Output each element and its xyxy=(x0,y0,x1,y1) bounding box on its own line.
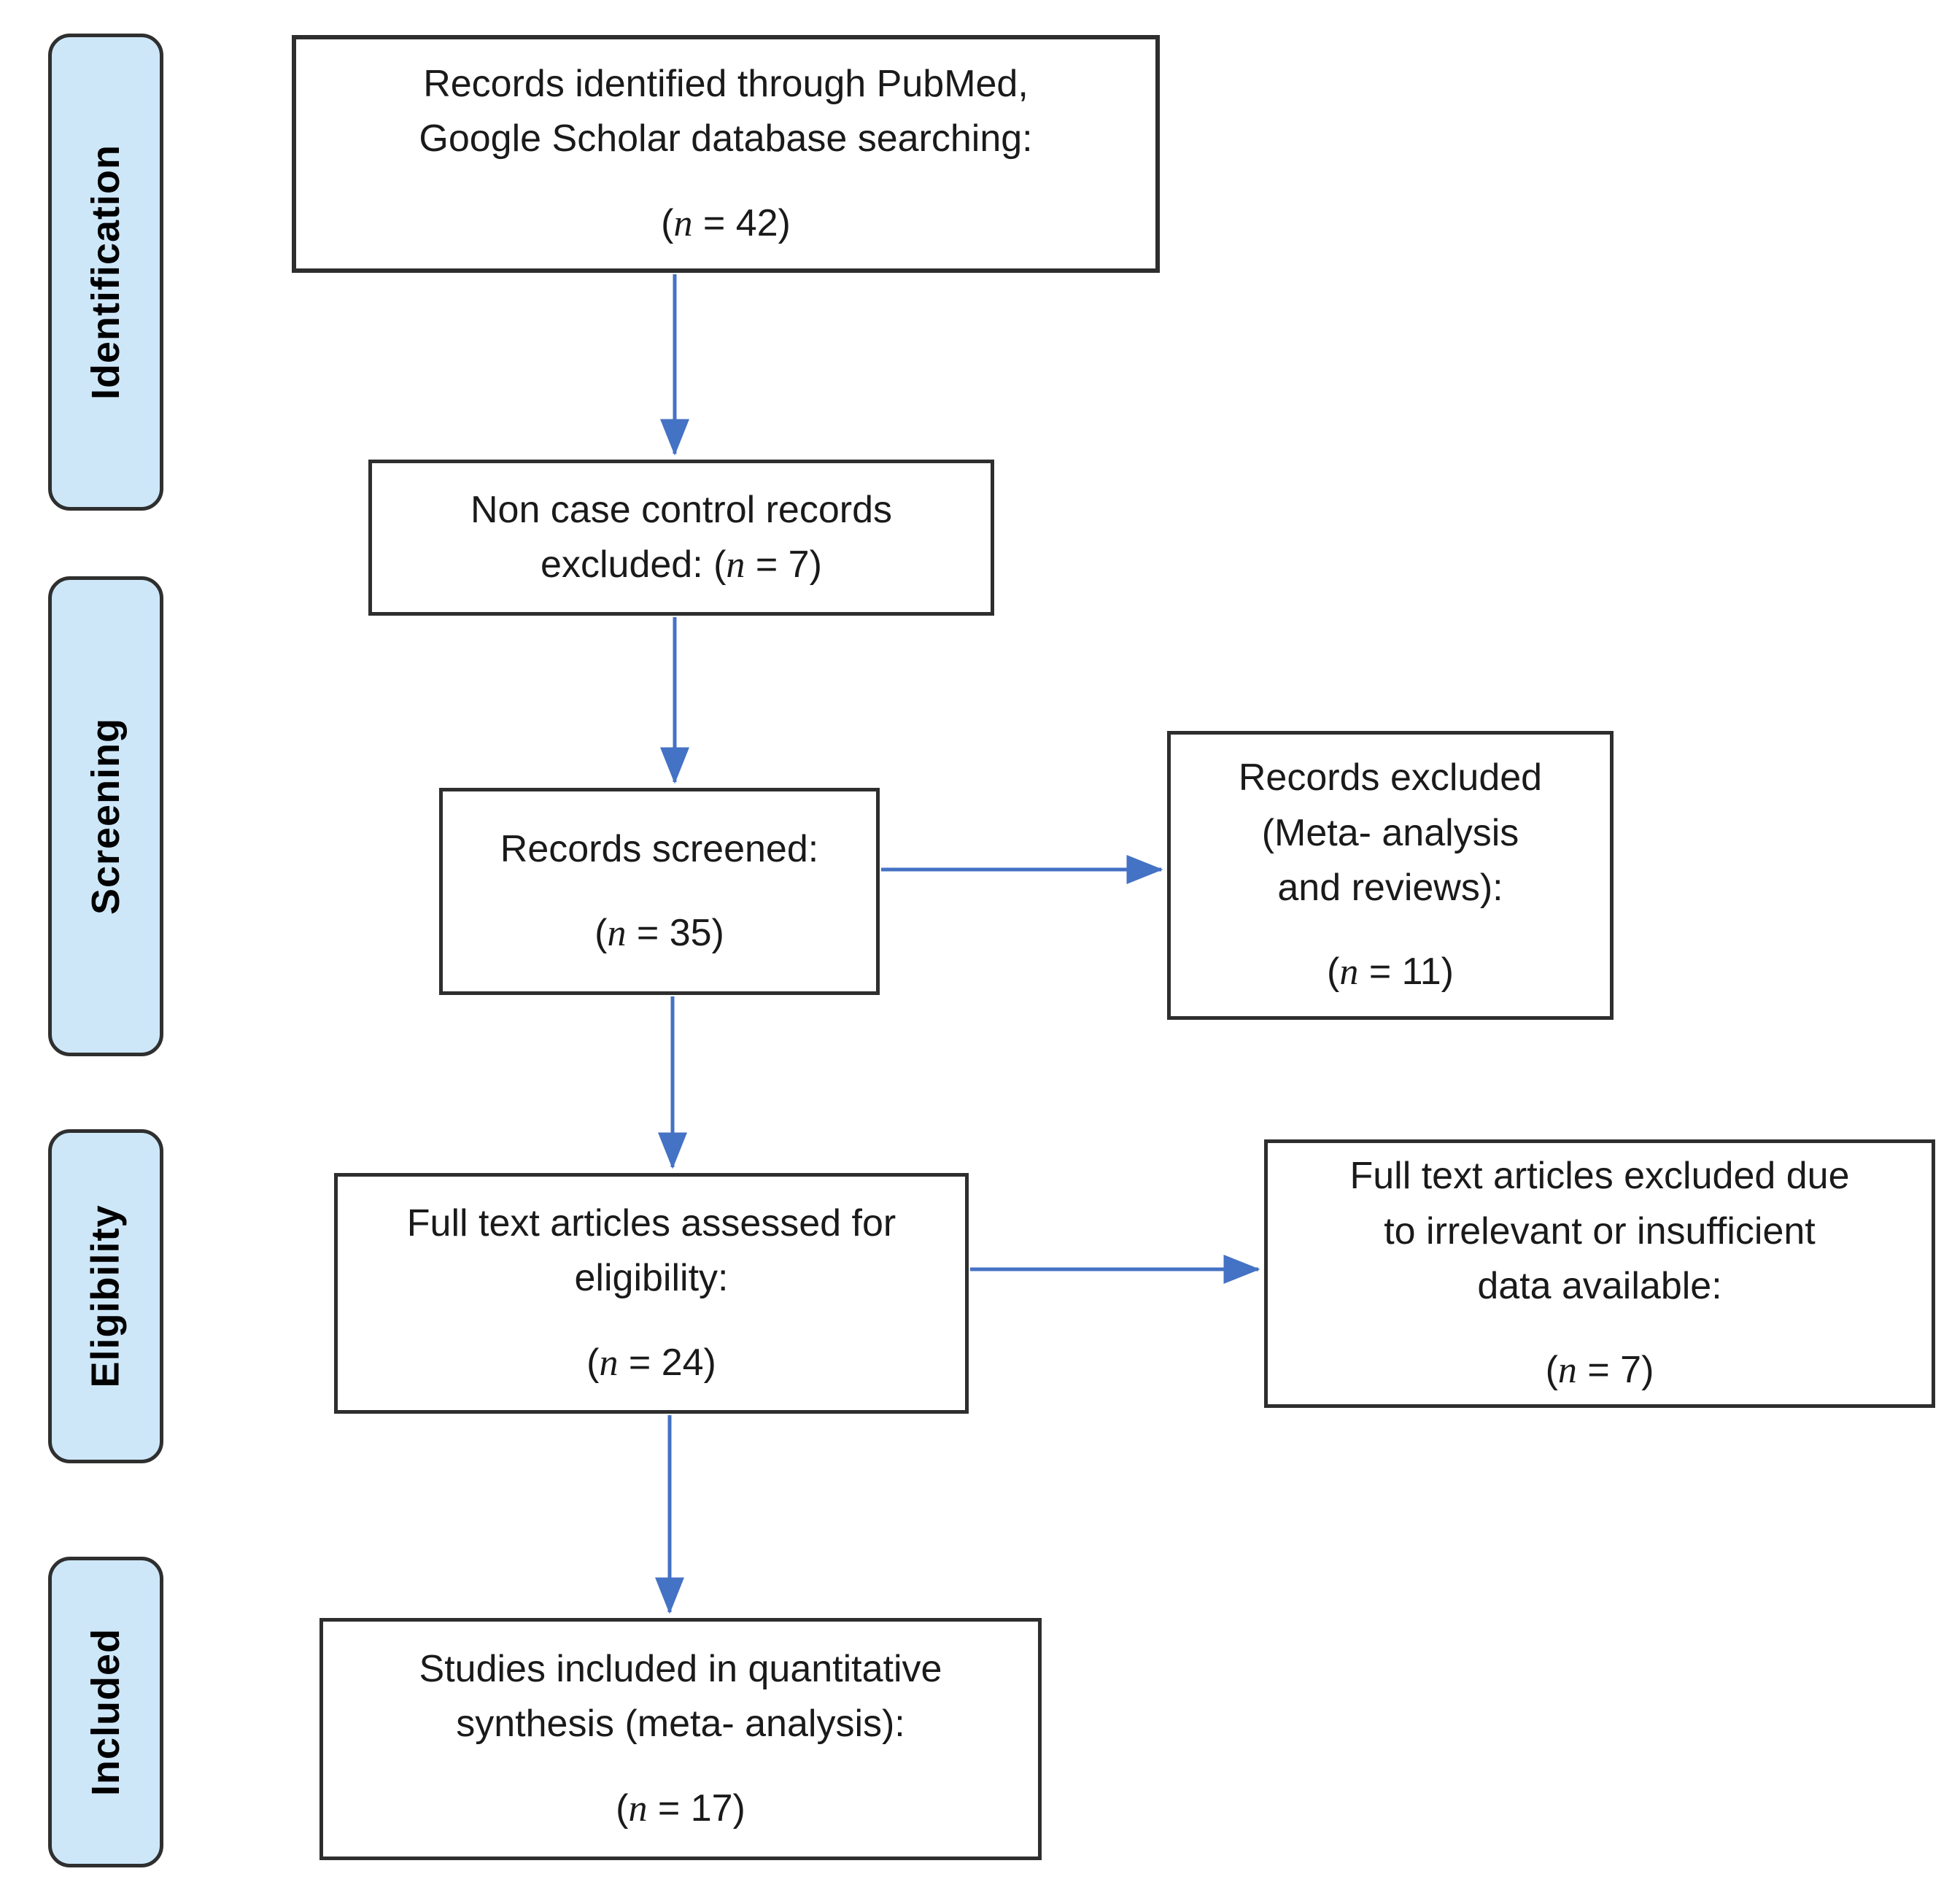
stage-eligibility-label: Eligibility xyxy=(84,1204,128,1388)
box-records-screened-count: (n = 35) xyxy=(594,912,724,954)
box-records-identified-count: (n = 42) xyxy=(661,201,791,244)
box-records-excluded-label: Records excluded (Meta- analysis and rev… xyxy=(1238,756,1543,909)
box-records-identified-label: Records identified through PubMed, Googl… xyxy=(419,62,1033,160)
box-records-excluded-count: (n = 11) xyxy=(1327,950,1454,994)
stage-identification-label: Identification xyxy=(84,144,128,400)
box-full-text-excluded-label: Full text articles excluded due to irrel… xyxy=(1349,1155,1850,1307)
stage-screening-label: Screening xyxy=(84,717,128,915)
box-records-screened-label: Records screened: xyxy=(500,827,819,870)
box-full-text-assessed-label: Full text articles assessed for eligibil… xyxy=(406,1201,896,1300)
box-studies-included: Studies included in quantitative synthes… xyxy=(319,1618,1042,1860)
box-full-text-assessed-count: (n = 24) xyxy=(586,1341,716,1384)
box-non-case-control-excluded-label: Non case control records excluded: (n = … xyxy=(470,488,893,586)
box-records-screened: Records screened: (n = 35) xyxy=(439,788,880,995)
stage-screening: Screening xyxy=(48,576,163,1056)
stage-identification: Identification xyxy=(48,34,163,511)
box-studies-included-label: Studies included in quantitative synthes… xyxy=(419,1647,942,1746)
box-full-text-assessed: Full text articles assessed for eligibil… xyxy=(334,1173,969,1414)
box-records-identified: Records identified through PubMed, Googl… xyxy=(292,35,1160,273)
box-non-case-control-excluded: Non case control records excluded: (n = … xyxy=(368,460,994,616)
stage-eligibility: Eligibility xyxy=(48,1129,163,1463)
box-full-text-excluded-count: (n = 7) xyxy=(1545,1349,1654,1392)
box-studies-included-count: (n = 17) xyxy=(616,1786,745,1830)
box-full-text-excluded: Full text articles excluded due to irrel… xyxy=(1264,1139,1935,1408)
stage-included: Included xyxy=(48,1557,163,1867)
box-records-excluded: Records excluded (Meta- analysis and rev… xyxy=(1167,731,1614,1020)
box-non-case-control-excluded-count: (n = 7) xyxy=(713,543,822,586)
stage-included-label: Included xyxy=(84,1627,128,1797)
